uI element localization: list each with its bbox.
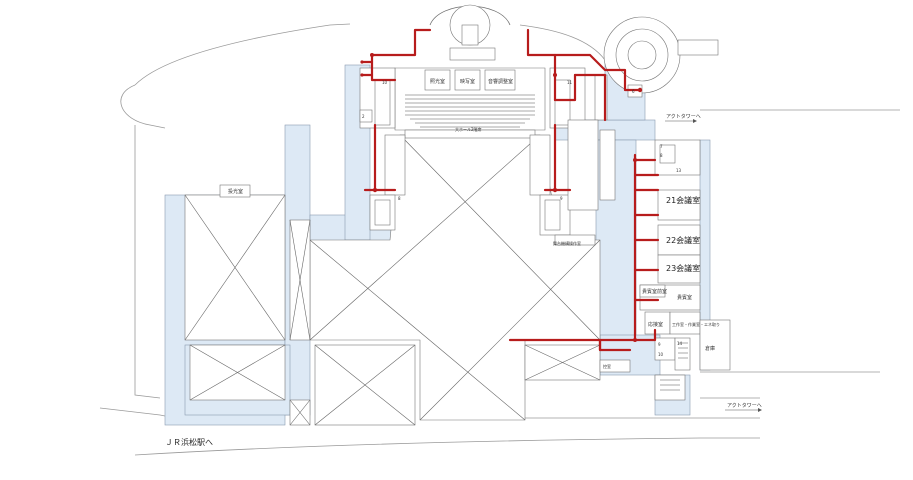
label-balcony: 大ホール2階席 bbox=[455, 126, 482, 132]
room-number-8: 8 bbox=[660, 153, 663, 158]
label-stage-tech-office: 工作室・作業室・エネ取り bbox=[672, 321, 720, 327]
label-room-23: 23会議室 bbox=[666, 263, 700, 273]
top-rotunda bbox=[429, 4, 511, 61]
label-lighting-room: 照光室 bbox=[430, 78, 445, 85]
label-vip-room: 貴賓室 bbox=[677, 294, 692, 301]
room-numbers: 2 6 10 11 13 14 7 8 9 10 8 9 bbox=[362, 80, 683, 357]
label-room-21: 21会議室 bbox=[666, 195, 700, 205]
room-number-11: 11 bbox=[567, 80, 573, 85]
balcony-seating bbox=[384, 67, 551, 196]
conference-wing bbox=[599, 139, 731, 401]
directions: アクトタワーへ アクトタワーへ ＪＲ浜松駅へ bbox=[165, 113, 762, 447]
label-act-tower-bottom: アクトタワーへ bbox=[727, 402, 762, 409]
label-jr-station: ＪＲ浜松駅へ bbox=[165, 437, 213, 447]
label-reception-office: 貴賓室前室 bbox=[642, 288, 667, 295]
left-room-x bbox=[184, 184, 601, 426]
label-sound-control-room: 音響調整室 bbox=[488, 78, 513, 85]
label-act-tower-top: アクトタワーへ bbox=[666, 113, 701, 120]
label-stage-manager: 舞台機構操作室 bbox=[553, 240, 581, 246]
right-stairs bbox=[539, 67, 616, 246]
room-number-9: 9 bbox=[658, 342, 661, 347]
room-number-8b: 8 bbox=[398, 196, 401, 201]
left-stairs bbox=[359, 67, 396, 231]
room-number-7: 7 bbox=[660, 144, 663, 149]
evacuation-route bbox=[360, 28, 660, 352]
room-number-6: 6 bbox=[632, 89, 635, 94]
label-misc-small: 控室 bbox=[603, 363, 611, 369]
label-storage: 倉庫 bbox=[705, 345, 715, 352]
label-projection-room-2: 映写室 bbox=[460, 78, 475, 85]
room-number-2: 2 bbox=[362, 114, 365, 119]
label-room-22: 22会議室 bbox=[666, 235, 700, 245]
room-number-10: 10 bbox=[382, 80, 388, 85]
room-number-10b: 10 bbox=[658, 352, 664, 357]
right-rotunda bbox=[603, 16, 719, 98]
room-labels: 投光室 照光室 映写室 音響調整室 大ホール2階席 21会議室 22会議室 23… bbox=[228, 78, 720, 369]
site-outline bbox=[99, 23, 900, 456]
room-number-13: 13 bbox=[676, 168, 682, 173]
conference-stairs bbox=[660, 342, 688, 391]
room-number-14: 14 bbox=[677, 341, 683, 346]
label-reception: 応接室 bbox=[648, 321, 663, 328]
label-projection-room: 投光室 bbox=[228, 188, 243, 195]
seating-rows bbox=[405, 94, 535, 128]
room-number-9b: 9 bbox=[560, 196, 563, 201]
